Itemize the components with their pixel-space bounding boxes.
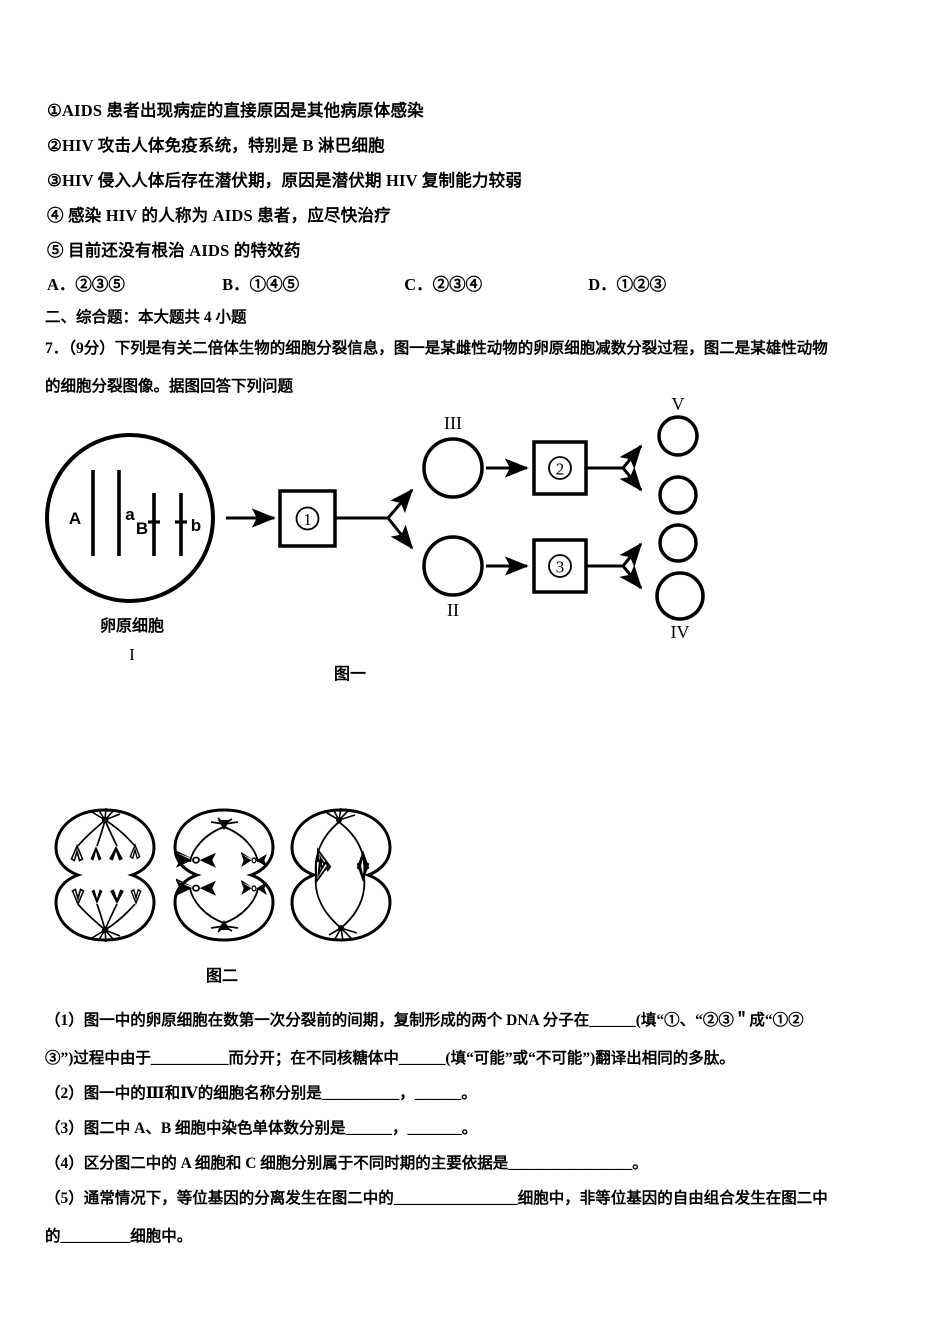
option-d[interactable]: D．①②③ [588, 275, 667, 294]
cell-C-lower-pole [328, 925, 358, 942]
gene-label-b: b [191, 516, 201, 535]
oogonium-label: 卵原细胞 [100, 616, 164, 635]
sub-question-2: （2）图一中的Ⅲ和Ⅳ的细胞名称分别是__________，______。 [45, 1085, 477, 1102]
cell-V [657, 415, 699, 457]
polar-body-1 [658, 475, 698, 515]
statement-4: ④ 感染 HIV 的人称为 AIDS 患者，应尽快治疗 [47, 206, 391, 225]
cell-C-outline [290, 808, 392, 942]
statement-1: ①AIDS 患者出现病症的直接原因是其他病原体感染 [47, 101, 424, 120]
cell-II [422, 535, 484, 597]
figure-one: A a B b 1 III II 2 [40, 398, 720, 688]
sub-question-1-line2: ③”)过程中由于__________而分开；在不同核糖体中______(填“可能… [45, 1050, 735, 1067]
cell-III-numeral: III [444, 413, 462, 433]
cell-IV-numeral: IV [671, 622, 690, 642]
option-c[interactable]: C．②③④ [404, 275, 483, 294]
fig2-cell-B [173, 808, 275, 942]
cell-V-numeral: V [672, 398, 685, 414]
answer-options-row: A．②③⑤ B．①④⑤ C．②③④ D．①②③ [47, 271, 707, 295]
sub-question-3: （3）图二中 A、B 细胞中染色单体数分别是______，_______。 [45, 1120, 478, 1137]
arrow-to-cell-V [619, 444, 643, 470]
cell-IV [655, 571, 705, 621]
figure-two [48, 798, 408, 953]
option-a[interactable]: A．②③⑤ [47, 275, 125, 294]
statement-2: ②HIV 攻击人体免疫系统，特别是 B 淋巴细胞 [47, 136, 385, 155]
option-b[interactable]: B．①④⑤ [222, 275, 300, 294]
sub-question-1-line1: （1）图一中的卵原细胞在数第一次分裂前的间期，复制形成的两个 DNA 分子在__… [45, 1012, 804, 1029]
cell-III [422, 437, 484, 499]
cell-A-outline [54, 808, 156, 942]
cell-A-lower-pole [91, 926, 121, 943]
arrow-to-cell-II [386, 517, 414, 550]
section-heading: 二、综合题：本大题共 4 小题 [45, 309, 247, 326]
gene-label-A: A [69, 509, 81, 528]
question7-stem-line1: 7．（9分）下列是有关二倍体生物的细胞分裂信息，图一是某雌性动物的卵原细胞减数分… [45, 340, 828, 357]
cell-B-outline [173, 808, 275, 942]
arrow-to-polar-body-1 [619, 466, 643, 492]
process-box-2-label: 2 [556, 460, 565, 479]
process-box-3-label: 3 [556, 558, 565, 577]
figure-one-caption: 图一 [334, 666, 367, 683]
sub-question-5-line1: （5）通常情况下，等位基因的分离发生在图二中的________________细… [45, 1190, 828, 1207]
figure-two-caption: 图二 [206, 968, 239, 985]
cell-B-lower-pole [210, 920, 239, 933]
process-box-3 [532, 538, 588, 594]
question7-stem-line2: 的细胞分裂图像。据图回答下列问题 [45, 378, 294, 395]
process-box-2 [532, 440, 588, 496]
cell-C-upper-pole [326, 807, 356, 823]
process-box-1 [278, 489, 337, 548]
cell-B-upper-pole [210, 817, 239, 830]
arrow-to-cell-IV [619, 564, 643, 590]
gene-label-B: B [136, 519, 148, 538]
sub-question-5-line2: 的_________细胞中。 [45, 1228, 193, 1245]
polar-body-2 [658, 523, 698, 563]
process-box-1-label: 1 [303, 510, 312, 529]
statement-5: ⑤ 目前还没有根治 AIDS 的特效药 [47, 241, 301, 260]
cell-II-numeral: II [447, 600, 459, 620]
oogonium-cell [45, 433, 215, 603]
statement-3: ③HIV 侵入人体后存在潜伏期，原因是潜伏期 HIV 复制能力较弱 [47, 171, 523, 190]
arrow-to-cell-III [386, 488, 414, 519]
gene-label-a: a [125, 505, 135, 524]
fig2-cell-A [54, 807, 156, 943]
fig2-cell-C [290, 807, 392, 942]
arrow-to-polar-body-2 [619, 542, 643, 568]
sub-question-4: （4）区分图二中的 A 细胞和 C 细胞分别属于不同时期的主要依据是______… [45, 1155, 648, 1172]
oogonium-numeral: I [129, 645, 135, 664]
